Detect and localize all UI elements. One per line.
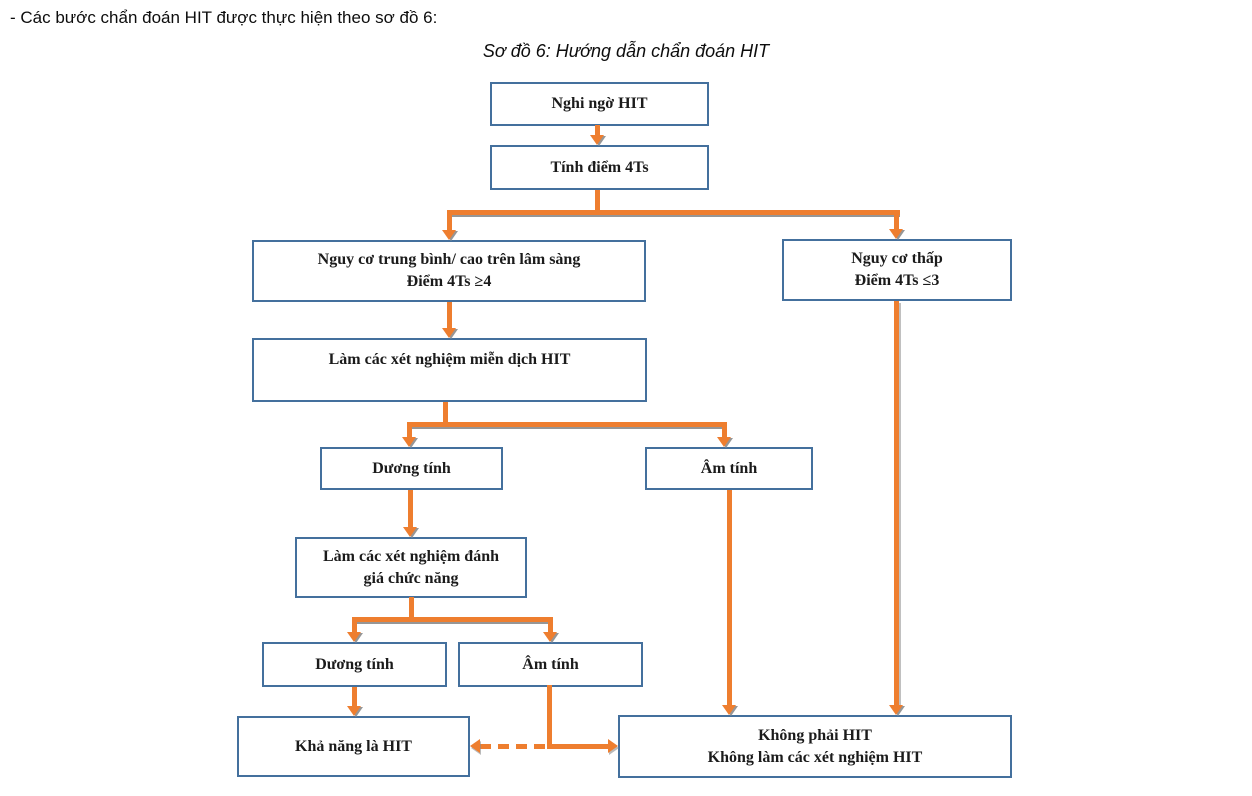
node-label: Làm các xét nghiệm miễn dịch HIT bbox=[328, 351, 571, 368]
connector-chuc-nang-down bbox=[409, 597, 414, 622]
node-xet-nghiem-chuc-nang: Làm các xét nghiệm đánh giá chức năng bbox=[295, 537, 527, 598]
connector-mien-dich-down bbox=[443, 402, 448, 427]
arrow-to-xet-nghiem-chuc-nang bbox=[403, 490, 419, 538]
node-label: Dương tính bbox=[372, 459, 451, 477]
arrow-to-kha-nang-la-hit bbox=[347, 687, 363, 717]
node-line: Không phải HIT bbox=[758, 726, 872, 744]
arrow-to-duong-tinh-1 bbox=[402, 422, 418, 448]
node-line: Nguy cơ trung bình/ cao trên lâm sàng bbox=[317, 251, 581, 269]
node-am-tinh-chuc-nang: Âm tính bbox=[458, 642, 643, 687]
dashed-line-to-kha-nang-la-hit bbox=[480, 744, 552, 749]
node-xet-nghiem-mien-dich: Làm các xét nghiệm miễn dịch HIT bbox=[252, 338, 647, 402]
branch-bar-chuc-nang bbox=[353, 617, 553, 624]
node-khong-phai-hit: Không phải HIT Không làm các xét nghiệm … bbox=[618, 715, 1012, 778]
branch-bar-mien-dich bbox=[408, 422, 727, 429]
node-line: Điểm 4Ts ≥4 bbox=[406, 273, 492, 290]
node-label: Tính điểm 4Ts bbox=[550, 158, 649, 176]
node-line: Điểm 4Ts ≤3 bbox=[854, 272, 940, 289]
solid-line-to-khong-phai-hit bbox=[548, 744, 608, 749]
node-line: Làm các xét nghiệm đánh bbox=[323, 547, 499, 565]
node-nghi-ngo-hit: Nghi ngờ HIT bbox=[490, 82, 709, 126]
arrow-nguy-co-thap-to-khong-phai-hit bbox=[889, 301, 905, 716]
arrow-to-am-tinh-2 bbox=[543, 617, 559, 643]
node-line: Nguy cơ thấp bbox=[851, 250, 943, 268]
connector-tinhdiem-down bbox=[595, 190, 600, 214]
arrow-am-tinh-1-to-khong-phai-hit bbox=[722, 490, 738, 716]
intro-text: - Các bước chẩn đoán HIT được thực hiện … bbox=[10, 8, 438, 27]
node-label: Âm tính bbox=[522, 655, 579, 673]
branch-bar-4ts bbox=[448, 210, 900, 217]
node-line: Không làm các xét nghiệm HIT bbox=[707, 748, 923, 766]
arrowhead-right-icon bbox=[608, 739, 618, 753]
node-label: Âm tính bbox=[700, 459, 758, 477]
node-label: Dương tính bbox=[315, 655, 394, 673]
node-duong-tinh-mien-dich: Dương tính bbox=[320, 447, 503, 490]
arrow-to-duong-tinh-2 bbox=[347, 617, 363, 643]
node-label: Khả năng là HIT bbox=[295, 737, 412, 755]
node-am-tinh-mien-dich: Âm tính bbox=[645, 447, 813, 490]
node-label: Nghi ngờ HIT bbox=[551, 95, 648, 113]
arrow-to-xet-nghiem-mien-dich bbox=[442, 302, 458, 339]
diagram-title: Sơ đồ 6: Hướng dẫn chẩn đoán HIT bbox=[482, 41, 770, 61]
node-nguy-co-trung-binh-cao: Nguy cơ trung bình/ cao trên lâm sàng Đi… bbox=[252, 240, 646, 302]
node-duong-tinh-chuc-nang: Dương tính bbox=[262, 642, 447, 687]
arrow-to-nguy-co-trung-binh bbox=[442, 210, 458, 241]
arrow-to-am-tinh-1 bbox=[717, 422, 733, 448]
node-kha-nang-la-hit: Khả năng là HIT bbox=[237, 716, 470, 777]
arrow-nghingo-to-tinhdiem bbox=[590, 125, 606, 146]
node-nguy-co-thap: Nguy cơ thấp Điểm 4Ts ≤3 bbox=[782, 239, 1012, 301]
connector-am-tinh-2-down bbox=[547, 685, 552, 749]
node-tinh-diem-4ts: Tính điểm 4Ts bbox=[490, 145, 709, 190]
node-line: giá chức năng bbox=[363, 569, 459, 587]
dashed-arrowhead-left-icon bbox=[470, 739, 480, 753]
arrow-to-nguy-co-thap bbox=[889, 210, 905, 240]
